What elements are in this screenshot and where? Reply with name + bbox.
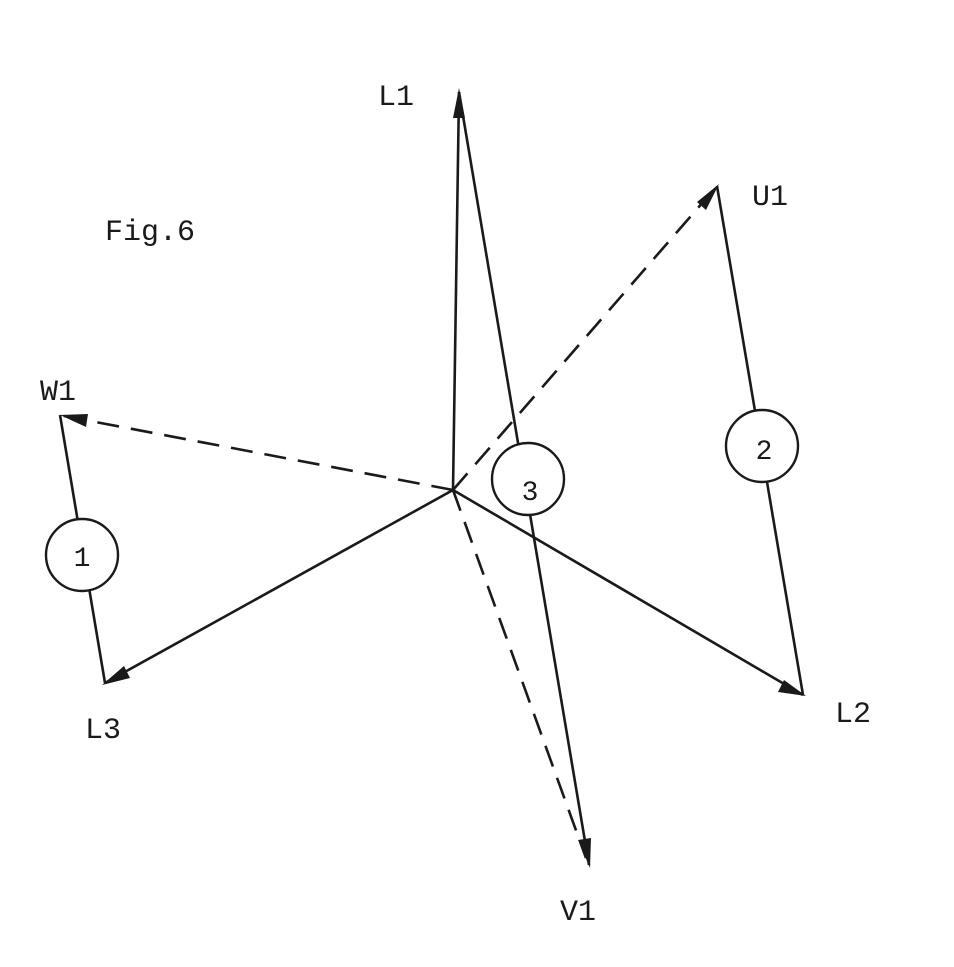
circle-1 [44, 517, 120, 593]
circle-1-label: 1 [74, 544, 91, 575]
circle-2 [724, 408, 800, 484]
circle-3 [490, 441, 566, 517]
label-v1: V1 [560, 896, 596, 930]
label-u1: U1 [752, 181, 788, 215]
vector-o-to-l2 [452, 488, 804, 697]
circle-2-label: 2 [756, 437, 773, 468]
figure-caption: Fig.6 [105, 216, 195, 250]
arrowhead-l2 [778, 680, 806, 696]
circle-3-label: 3 [522, 478, 539, 509]
vector-o-to-l1 [451, 91, 461, 491]
arrowhead-l3 [102, 666, 130, 685]
label-w1: W1 [40, 376, 76, 410]
arrowhead-u1 [697, 184, 719, 210]
dashed-vector-o-to-w1 [63, 414, 454, 492]
dashed-vector-o-to-u1 [452, 185, 718, 491]
dashed-vector-o-to-v1 [451, 489, 588, 859]
arrowhead-w1 [60, 414, 88, 427]
label-l1: L1 [378, 81, 414, 115]
label-l3: L3 [85, 714, 121, 748]
vector-o-to-l3 [104, 488, 454, 685]
label-l2: L2 [835, 698, 871, 732]
